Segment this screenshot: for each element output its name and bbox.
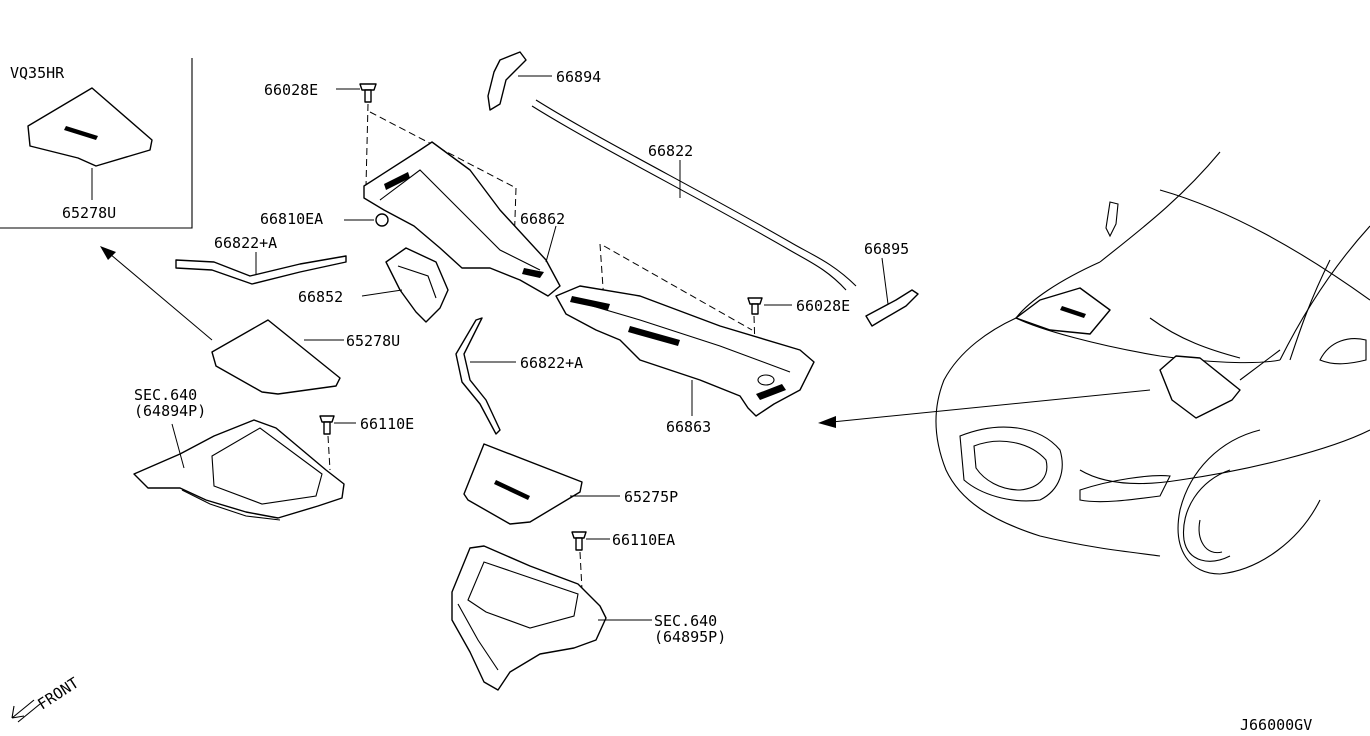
clip-66028e-right: 66028E [599,243,850,381]
part-66863-cowl-right: 66863 [555,285,815,436]
car-front-illustration [935,151,1370,575]
callout-66894: 66894 [556,68,601,86]
part-sec640-left: SEC.640 (64894P) [133,386,345,521]
car-to-parts-arrow [818,389,1151,428]
part-65278u-main: 65278U [211,319,400,395]
sec640-left: SEC.640 [134,386,197,404]
part-66894: 66894 [487,51,601,111]
part-66822a-lower: 66822+A [455,317,583,435]
vq35hr-inset: VQ35HR 65278U [0,58,193,229]
sec640-right: SEC.640 [654,612,717,630]
part-66895: 66895 [864,240,919,327]
front-label: FRONT [34,674,82,714]
callout-66863: 66863 [666,418,711,436]
inset-arrow [100,246,213,341]
sec640-left-ref: (64894P) [134,402,206,420]
clip-66110ea: 66110EA [571,531,675,591]
callout-66110ea: 66110EA [612,531,675,549]
part-65275p: 65275P [463,443,678,525]
variant-label: VQ35HR [10,64,65,82]
callout-65278u-inset: 65278U [62,204,116,222]
part-66852: 66852 [298,247,449,323]
clip-66810ea: 66810EA [260,210,389,228]
part-66822-seal: 66822 [531,99,857,291]
callout-66028e-right: 66028E [796,297,850,315]
clip-66110e: 66110E [319,415,414,471]
callout-66852: 66852 [298,288,343,306]
callout-66895: 66895 [864,240,909,258]
callout-66862: 66862 [520,210,565,228]
callout-66110e: 66110E [360,415,414,433]
callout-66822a-lower: 66822+A [520,354,583,372]
part-66862-cowl-left: 66862 [363,141,565,297]
drawing-number: J66000GV [1240,716,1312,734]
part-sec640-right: SEC.640 (64895P) [451,545,726,691]
callout-66822: 66822 [648,142,693,160]
callout-65278u-main: 65278U [346,332,400,350]
callout-66810ea: 66810EA [260,210,323,228]
part-66822a-upper: 66822+A [175,234,347,285]
sec640-right-ref: (64895P) [654,628,726,646]
callout-66028e-top: 66028E [264,81,318,99]
front-indicator: FRONT [11,674,82,723]
callout-66822a-upper: 66822+A [214,234,277,252]
callout-65275p: 65275P [624,488,678,506]
inset-cover-65278u [27,87,153,167]
